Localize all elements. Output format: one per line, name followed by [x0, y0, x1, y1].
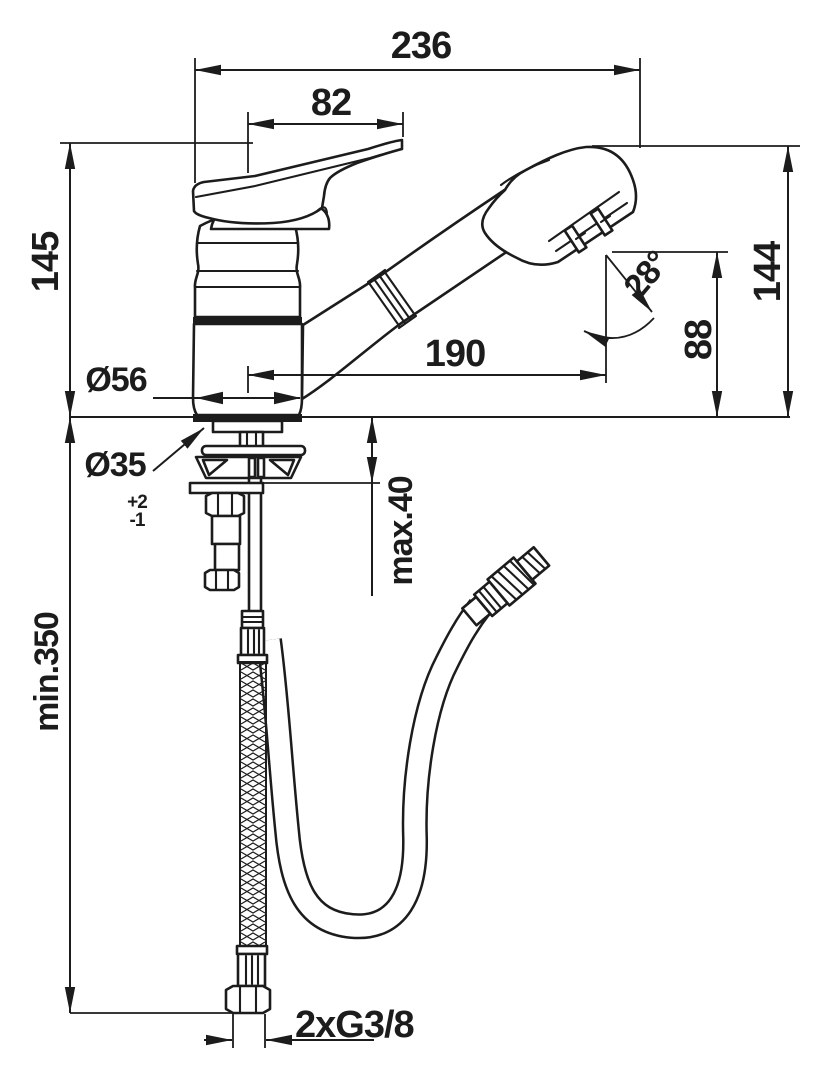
dimension-labels: 236 82 145 144 88 28° 190 Ø56 Ø35 +2 -1 …: [25, 25, 789, 1046]
braided-supply-hose: [224, 609, 272, 1015]
angle-ray: [605, 254, 653, 313]
faucet-body-group: [188, 138, 638, 1015]
mounting-hardware: [188, 419, 307, 592]
reference-lines: [60, 58, 800, 1048]
hose-end-fitting: [461, 545, 551, 627]
dim-82: 82: [311, 82, 351, 124]
dim-dia56: Ø56: [85, 361, 146, 399]
hex-nut-lower: [203, 568, 241, 592]
dim-g38: 2xG3/8: [295, 1004, 414, 1046]
dim-28deg: 28°: [616, 244, 676, 306]
spout-collar: [366, 268, 418, 330]
dim-dia35-tol-plus: +2: [127, 492, 147, 513]
dim-min350: min.350: [28, 612, 66, 732]
spray-face-lines: [547, 190, 629, 253]
pullout-hose: [256, 599, 491, 940]
dim-dia35-tol-minus: -1: [130, 510, 146, 531]
dimension-lines: [64, 64, 794, 1046]
dim-145: 145: [25, 231, 67, 292]
angle-arc: [583, 317, 655, 347]
dim-190: 190: [425, 333, 485, 375]
dim-dia35-leader: [152, 427, 205, 472]
supply-nut: [224, 984, 272, 1015]
lever-handle: [191, 138, 404, 225]
dim-max40: max.40: [382, 476, 420, 585]
hex-nut-upper: [204, 491, 246, 518]
body-seam-band: [193, 317, 302, 324]
dim-88: 88: [678, 320, 720, 360]
dim-dia35: Ø35: [84, 446, 145, 484]
dim-236: 236: [391, 25, 451, 67]
spray-head: [480, 145, 638, 267]
dim-144: 144: [747, 241, 789, 302]
